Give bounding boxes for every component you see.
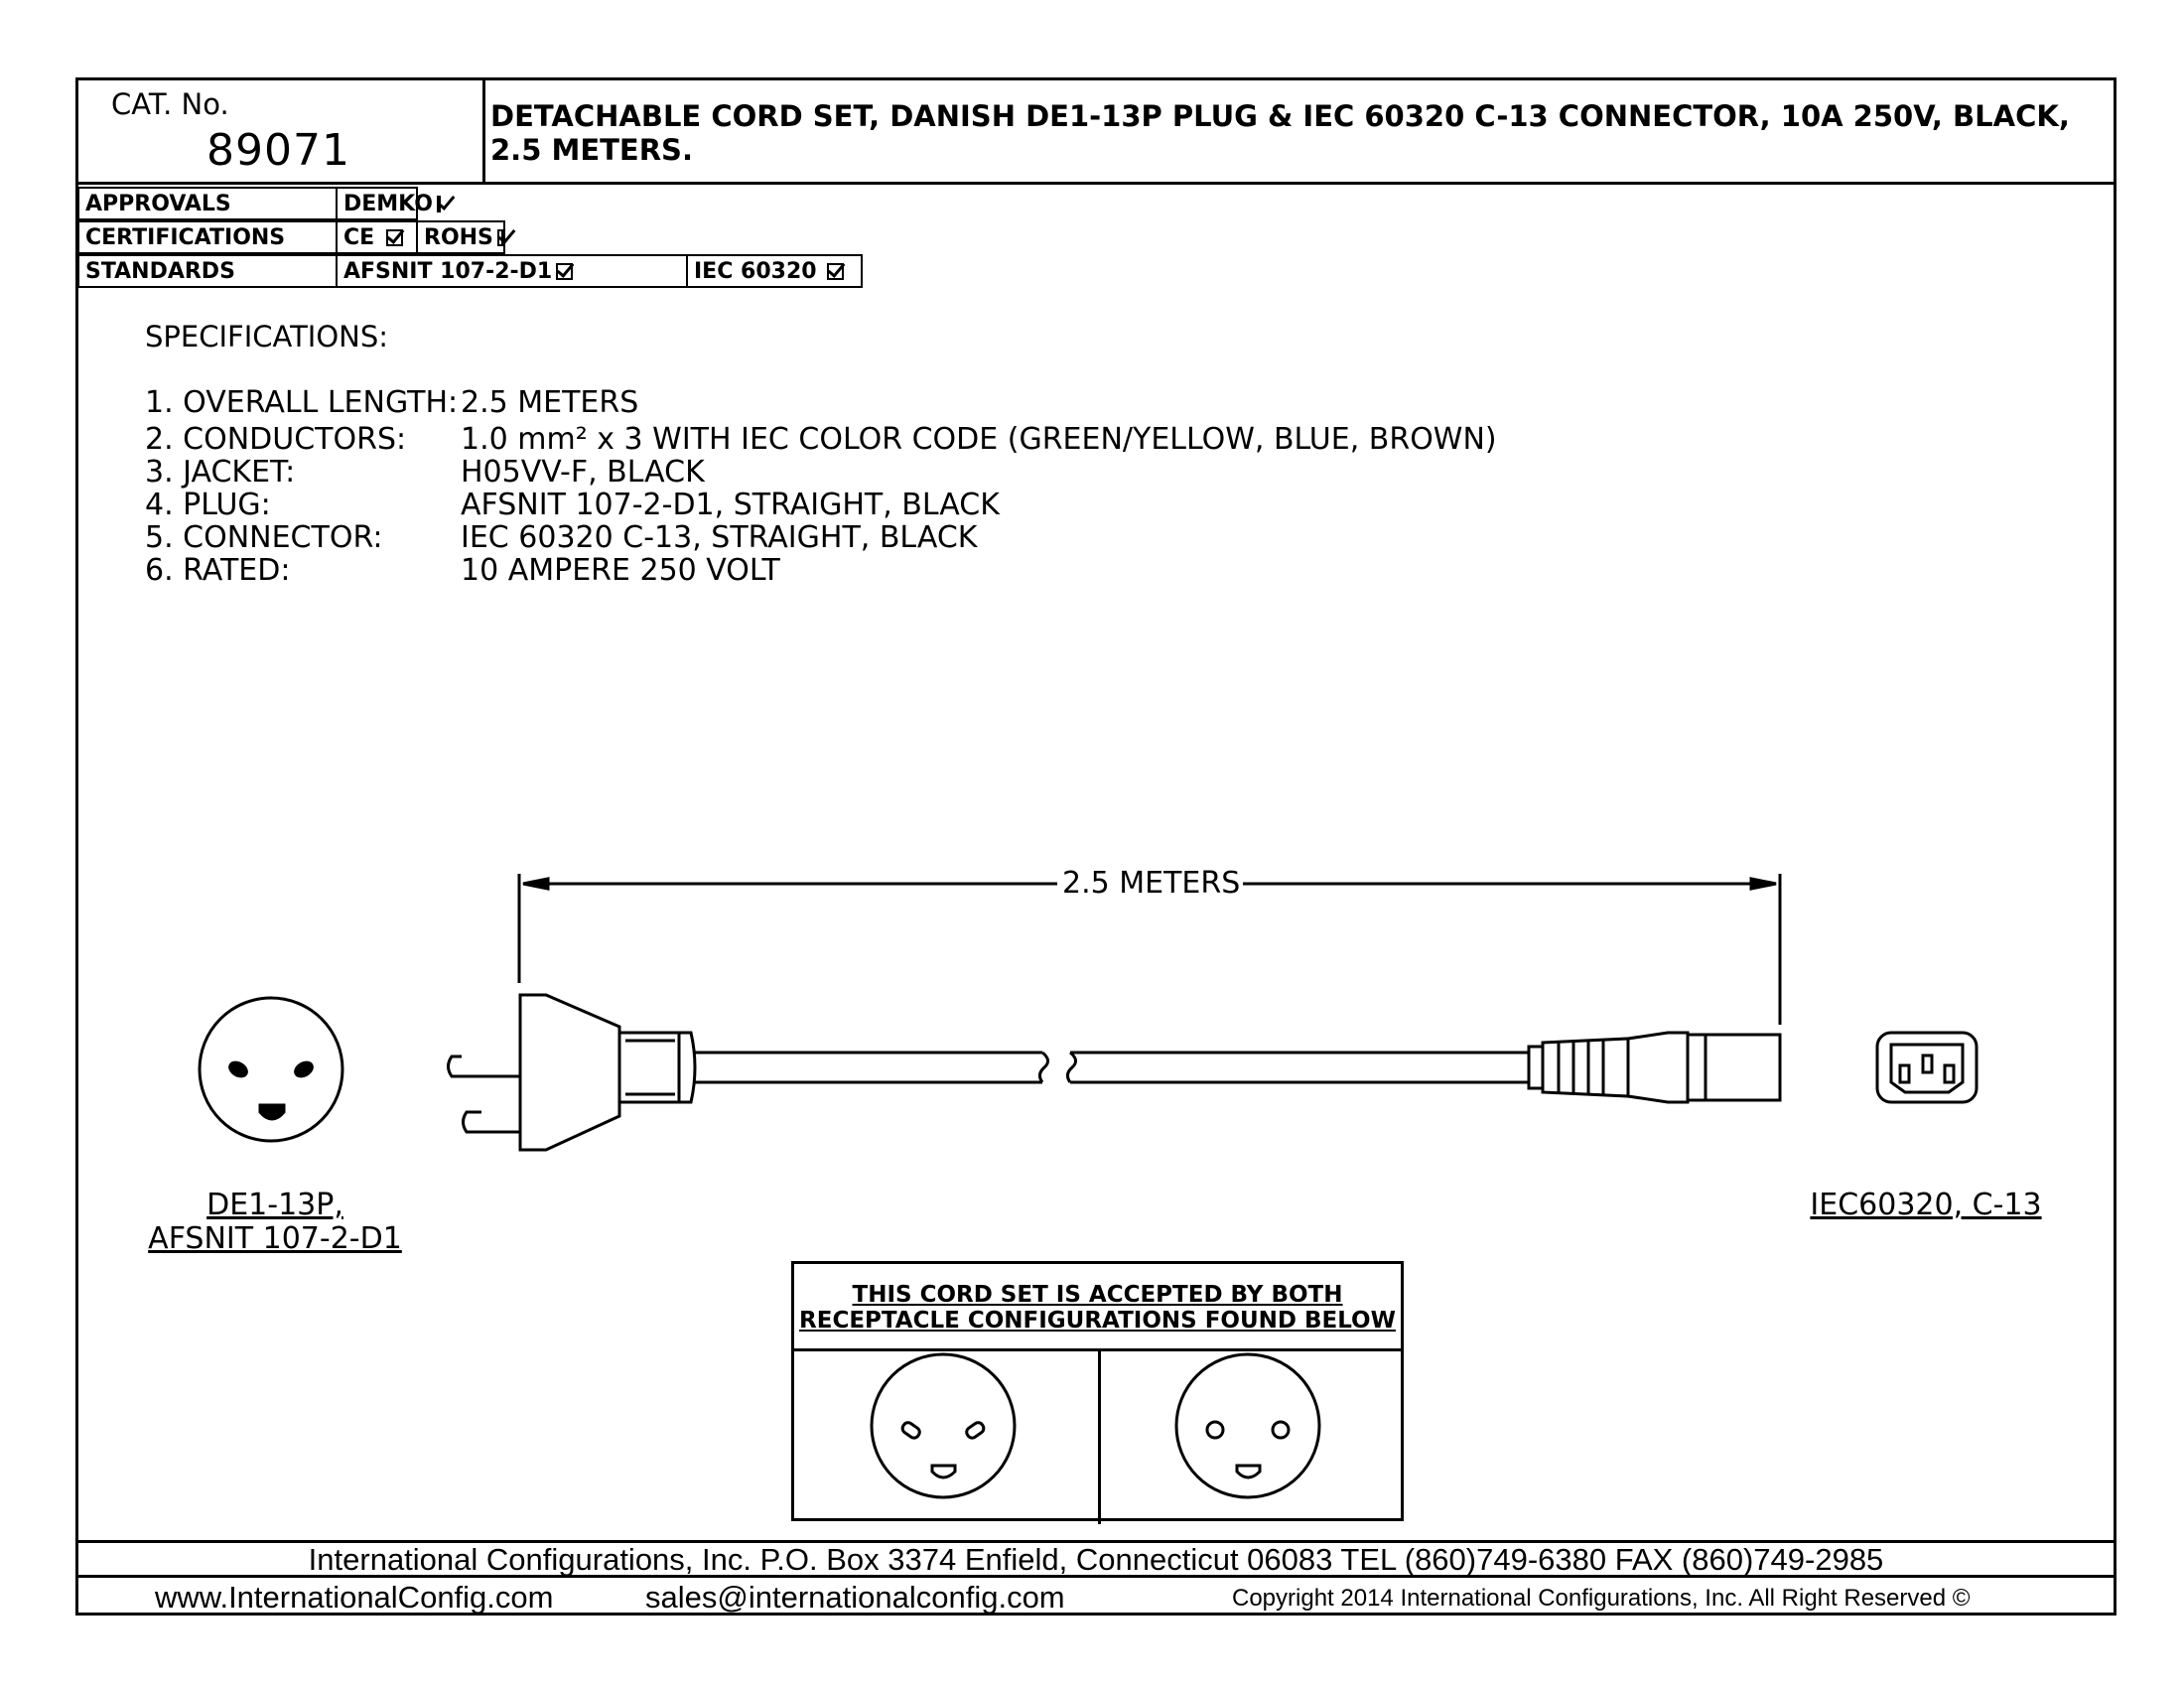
receptacle-1-slot-right — [965, 1421, 986, 1440]
arrowhead-right-icon — [1749, 877, 1777, 891]
website-link[interactable]: www.InternationalConfig.com — [155, 1580, 554, 1615]
email-link[interactable]: sales@internationalconfig.com — [645, 1580, 1065, 1615]
checkbox-icon — [826, 262, 844, 280]
ce-label: CE — [343, 224, 375, 250]
spec-value: 2.5 METERS — [461, 385, 639, 420]
company-info: International Configurations, Inc. P.O. … — [75, 1540, 2116, 1578]
spec-key: 5. CONNECTOR: — [145, 520, 383, 555]
receptacle-1-slot-left — [900, 1421, 921, 1440]
iec-label: IEC 60320 — [694, 258, 817, 284]
connector-body-taper — [1627, 1031, 1690, 1104]
plug-strain-relief — [677, 1031, 697, 1104]
spec-key: 2. CONDUCTORS: — [145, 422, 407, 457]
checkbox-icon — [386, 228, 404, 246]
connector-body — [1686, 1033, 1782, 1102]
plug-pin-hole-left — [228, 1060, 248, 1078]
rohs-label: ROHS — [424, 224, 493, 250]
spec-value: AFSNIT 107-2-D1, STRAIGHT, BLACK — [461, 488, 1000, 522]
acceptance-divider-h — [794, 1348, 1401, 1351]
approvals-label: APPROVALS — [77, 187, 338, 220]
receptacle-2-earth — [1235, 1464, 1262, 1479]
acceptance-title: THIS CORD SET IS ACCEPTED BY BOTH RECEPT… — [794, 1282, 1401, 1334]
c13-face-inner — [1889, 1043, 1965, 1094]
spec-key: 4. PLUG: — [145, 488, 271, 522]
plug-grip — [617, 1031, 681, 1104]
spec-value: IEC 60320 C-13, STRAIGHT, BLACK — [461, 520, 978, 555]
receptacle-2-hole-right — [1271, 1420, 1291, 1440]
receptacle-1-earth — [930, 1464, 957, 1479]
plug-face-outline — [198, 996, 344, 1143]
plug-body — [518, 993, 621, 1152]
checkbox-icon — [436, 195, 441, 212]
cat-label: CAT. No. — [111, 87, 229, 121]
acceptance-box: THIS CORD SET IS ACCEPTED BY BOTH RECEPT… — [791, 1261, 1404, 1524]
spec-value: 1.0 mm² x 3 WITH IEC COLOR CODE (GREEN/Y… — [461, 422, 1497, 457]
c13-slot-right — [1943, 1063, 1956, 1084]
checkbox-icon — [556, 262, 574, 280]
c13-slot-center — [1921, 1054, 1934, 1074]
plug-caption-line2: AFSNIT 107-2-D1 — [148, 1221, 402, 1256]
title-block — [75, 77, 2116, 185]
spec-value: H05VV-F, BLACK — [461, 455, 705, 490]
dimension-label: 2.5 METERS — [1060, 866, 1243, 901]
plug-pin-bottom — [462, 1110, 520, 1134]
spec-key: 1. OVERALL LENGTH: — [145, 385, 459, 420]
plug-pin-top — [447, 1055, 520, 1078]
copyright: Copyright 2014 International Configurati… — [1232, 1585, 1971, 1612]
connector-boot — [1541, 1037, 1630, 1098]
demko-cell: DEMKO — [336, 187, 441, 220]
cat-number: 89071 — [206, 125, 350, 176]
rohs-cell: ROHS — [416, 220, 505, 254]
spec-value: 10 AMPERE 250 VOLT — [461, 553, 780, 588]
afsnit-label: AFSNIT 107-2-D1 — [343, 258, 553, 284]
receptacle-2-hole-left — [1205, 1420, 1225, 1440]
standards-label: STANDARDS — [77, 254, 338, 288]
spec-key: 6. RATED: — [145, 553, 291, 588]
footer-links: www.InternationalConfig.com sales@intern… — [75, 1578, 2116, 1616]
c13-slot-left — [1898, 1063, 1911, 1084]
c13-face-outer — [1875, 1031, 1979, 1104]
iec-cell: IEC 60320 — [686, 254, 863, 288]
cable-break-left — [1037, 1051, 1049, 1083]
plug-caption-line1: DE1-13P, — [206, 1188, 343, 1222]
receptacle-2-outline — [1174, 1352, 1321, 1499]
spec-key: 3. JACKET: — [145, 455, 296, 490]
product-description: DETACHABLE CORD SET, DANISH DE1-13P PLUG… — [490, 99, 2070, 167]
acceptance-line2: RECEPTACLE CONFIGURATIONS FOUND BELOW — [799, 1308, 1396, 1334]
title-block-divider — [482, 77, 485, 185]
plug-pin-hole-right — [294, 1060, 314, 1078]
drawing-frame — [75, 77, 2116, 1616]
plug-earth-pin — [258, 1103, 286, 1121]
arrowhead-left-icon — [522, 877, 550, 891]
afsnit-cell: AFSNIT 107-2-D1 — [336, 254, 688, 288]
connector-boot-tip — [1527, 1045, 1545, 1090]
receptacle-1-outline — [870, 1352, 1017, 1499]
checkbox-icon — [496, 228, 503, 246]
specifications-title: SPECIFICATIONS: — [145, 320, 389, 353]
connector-caption: IEC60320, C-13 — [1810, 1188, 2042, 1222]
acceptance-line1: THIS CORD SET IS ACCEPTED BY BOTH — [852, 1282, 1343, 1308]
demko-label: DEMKO — [343, 191, 433, 216]
cable-break-right — [1065, 1051, 1077, 1083]
acceptance-divider-v — [1098, 1348, 1101, 1524]
